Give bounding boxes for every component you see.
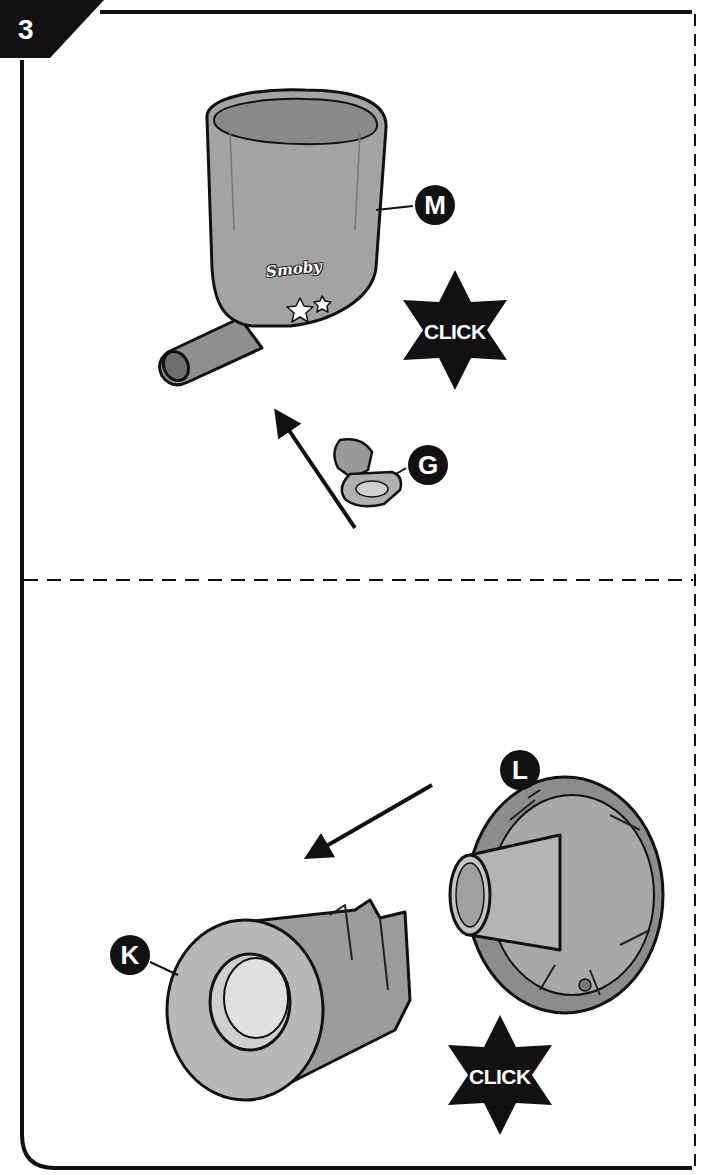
callout-letter: G bbox=[408, 445, 448, 485]
step-number: 3 bbox=[18, 16, 34, 44]
callout-letter: K bbox=[110, 935, 150, 975]
brand-mark: Smoby bbox=[265, 259, 322, 280]
click-text: CLICK bbox=[424, 321, 486, 342]
callout-letter: L bbox=[500, 750, 540, 790]
click-text: CLICK bbox=[469, 1066, 531, 1087]
callout-letter: M bbox=[415, 185, 455, 225]
